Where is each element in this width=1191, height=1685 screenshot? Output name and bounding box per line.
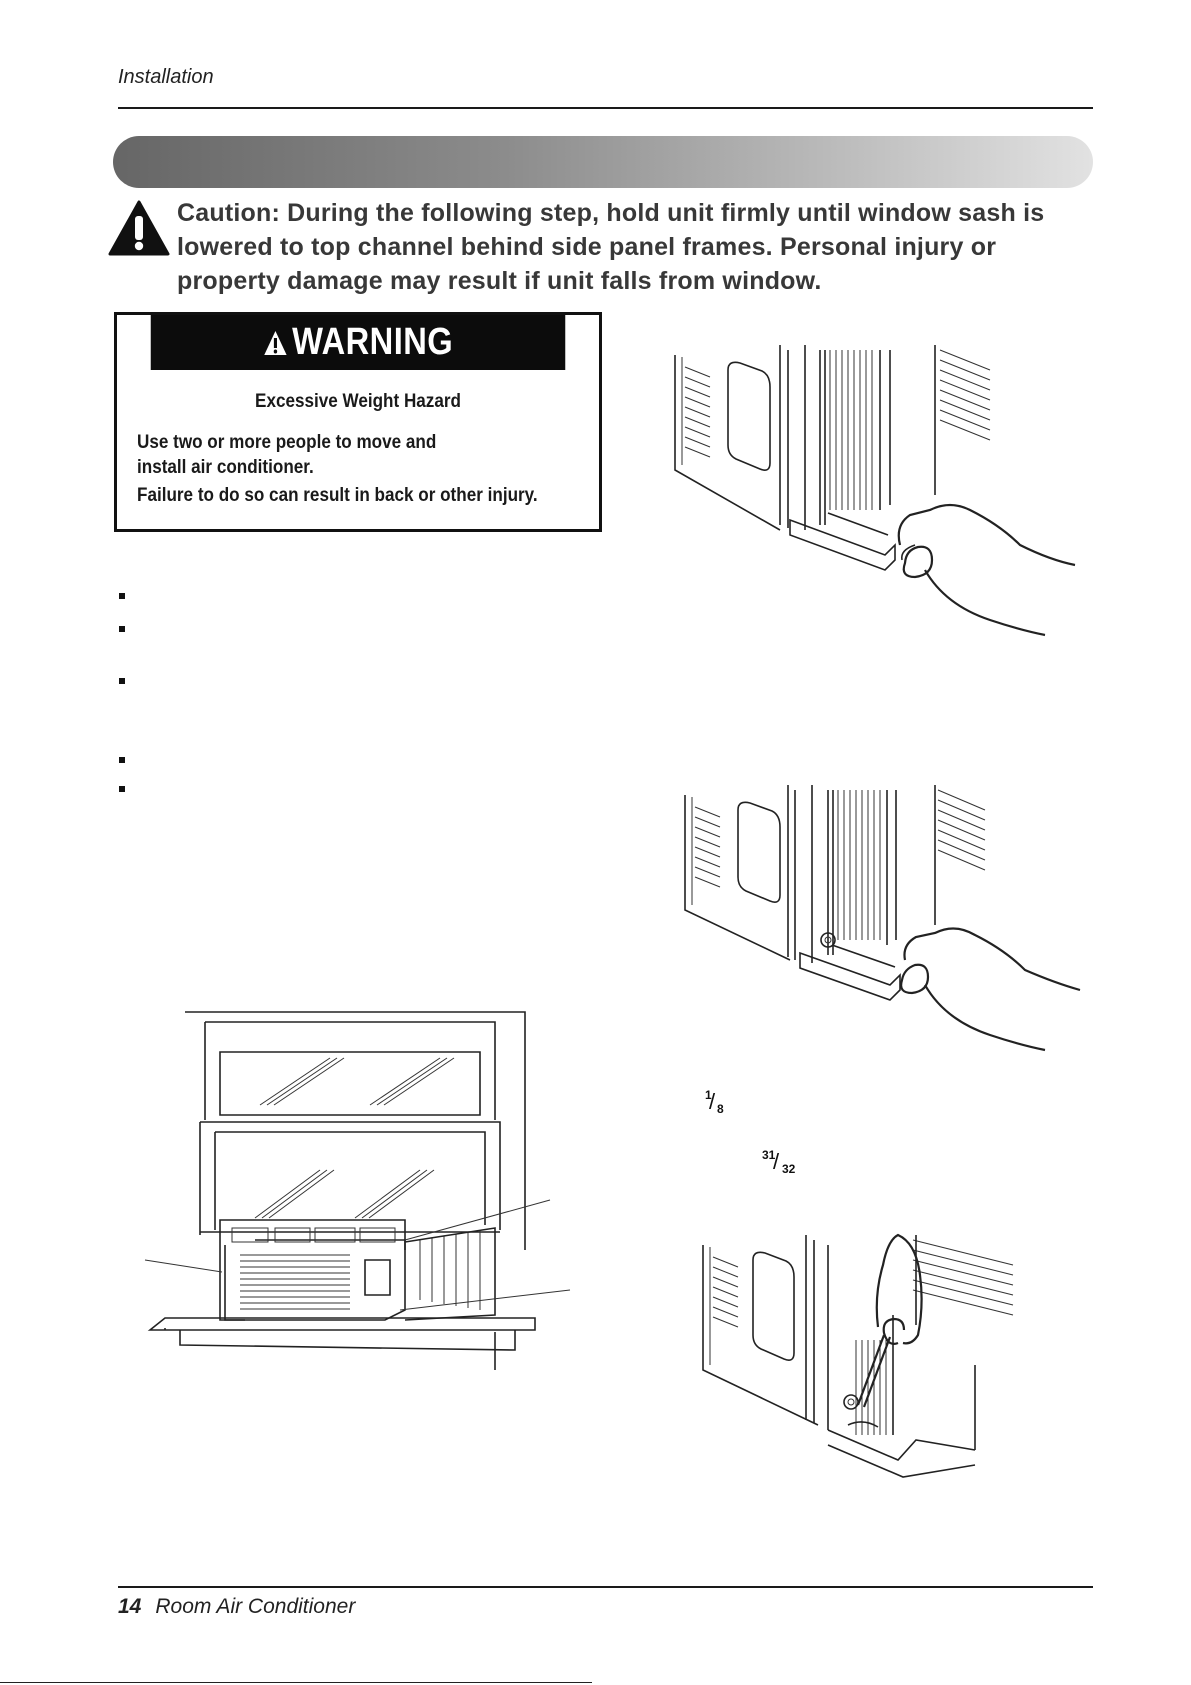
section-label: Installation — [118, 66, 214, 88]
fraction-denominator: 8 — [717, 1102, 724, 1116]
bullet-5 — [119, 786, 125, 792]
side-panel-figure-2 — [684, 785, 1081, 1052]
section-header-bar — [113, 136, 1093, 188]
warning-line-1: Use two or more people to move and insta… — [137, 432, 437, 478]
bullet-3 — [119, 678, 125, 684]
bullet-1 — [119, 593, 125, 599]
fraction-numerator: 1 — [705, 1088, 712, 1102]
crop-line — [0, 1682, 592, 1683]
fraction-one-eighth: 1 / 8 — [705, 1088, 735, 1118]
bullet-2 — [119, 626, 125, 632]
bullet-4 — [119, 757, 125, 763]
window-unit-figure — [144, 1011, 571, 1370]
fraction-slash: / — [773, 1149, 780, 1174]
fraction-thirty-one-thirty-seconds: 31 / 32 — [762, 1148, 802, 1178]
caution-warning-icon — [108, 200, 170, 256]
page-number: 14 — [118, 1595, 142, 1618]
page-footer: 14 Room Air Conditioner — [118, 1595, 355, 1619]
caution-text: Caution: During the following step, hold… — [177, 199, 1045, 295]
fraction-denominator: 32 — [782, 1162, 796, 1176]
warning-title: Excessive Weight Hazard — [255, 391, 461, 412]
fraction-numerator: 31 — [762, 1148, 776, 1162]
side-panel-figure-3 — [702, 1233, 1014, 1478]
footer-title: Room Air Conditioner — [155, 1595, 356, 1618]
fraction-slash: / — [709, 1089, 716, 1114]
side-panel-figure-1 — [674, 345, 1076, 637]
warning-heading: WARNING — [150, 315, 566, 370]
warning-box: WARNING Excessive Weight Hazard Use two … — [114, 312, 602, 532]
warning-triangle-icon — [264, 330, 287, 355]
bottom-rule — [118, 1586, 1093, 1588]
warning-heading-label: WARNING — [292, 321, 454, 363]
warning-line-2: Failure to do so can result in back or o… — [137, 485, 538, 506]
top-rule — [118, 107, 1093, 109]
